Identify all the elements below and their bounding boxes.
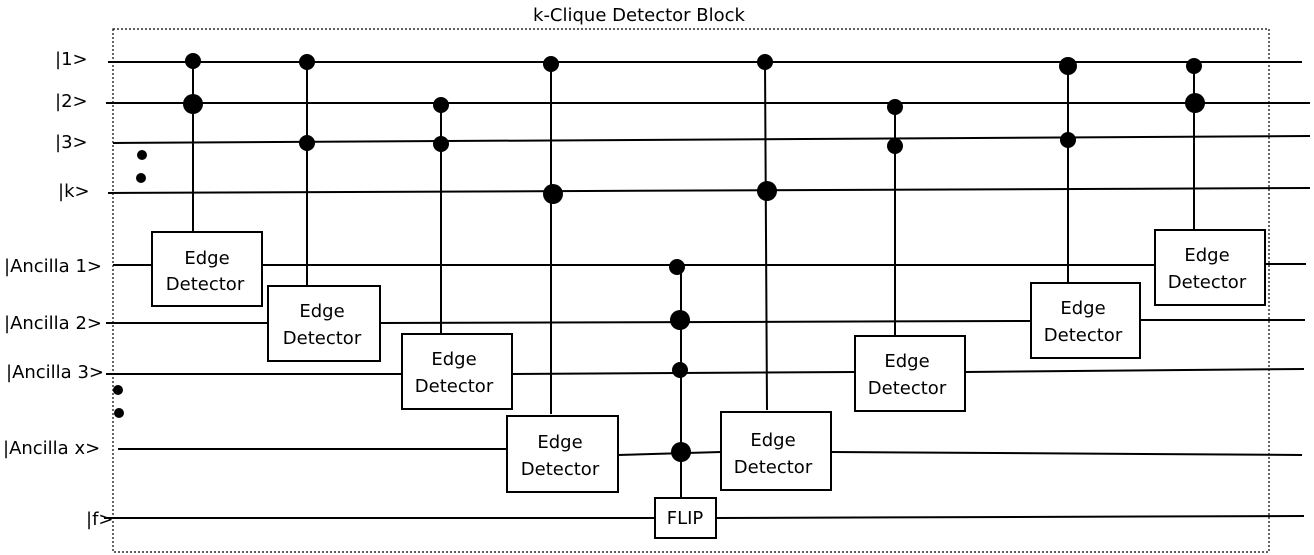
svg-text:Edge: Edge <box>1060 298 1105 319</box>
svg-text:Detector: Detector <box>868 378 947 399</box>
svg-text:Edge: Edge <box>184 248 229 269</box>
ellipsis-dot <box>136 173 146 183</box>
qubit-label-ancilla-1: |Ancilla 1> <box>4 256 102 277</box>
svg-text:Detector: Detector <box>415 376 494 397</box>
wire-3 <box>112 135 1311 144</box>
edge-detector-box: Edge Detector <box>267 285 381 362</box>
svg-text:Edge: Edge <box>1184 245 1229 266</box>
qubit-label-2: |2> <box>55 91 88 112</box>
qubit-label-ancilla-3: |Ancilla 3> <box>6 362 104 383</box>
qubit-label-ancilla-2: |Ancilla 2> <box>4 313 102 334</box>
block-border <box>112 28 1270 553</box>
svg-text:Edge: Edge <box>537 432 582 453</box>
svg-text:Detector: Detector <box>734 457 813 478</box>
wires <box>104 61 1311 519</box>
svg-text:Edge: Edge <box>299 301 344 322</box>
qubit-label-k: |k> <box>58 181 90 202</box>
svg-text:Detector: Detector <box>521 459 600 480</box>
flip-gate: FLIP <box>654 497 717 539</box>
ellipsis-dot <box>114 408 124 418</box>
svg-text:Detector: Detector <box>1044 325 1123 346</box>
edge-detector-box: Edge Detector <box>1154 229 1266 306</box>
flip-label: FLIP <box>667 508 704 529</box>
edge-detector-box: Edge Detector <box>506 415 619 493</box>
ellipsis-dot <box>113 385 123 395</box>
control-dots <box>183 53 1205 462</box>
svg-text:Edge: Edge <box>884 351 929 372</box>
svg-text:Detector: Detector <box>166 274 245 295</box>
svg-text:Detector: Detector <box>283 328 362 349</box>
qubit-label-3: |3> <box>55 132 88 153</box>
edge-detector-box: Edge Detector <box>1030 282 1141 359</box>
qubit-label-f: |f> <box>86 509 113 530</box>
control-lines <box>192 61 1195 498</box>
svg-text:Detector: Detector <box>1168 272 1247 293</box>
edge-detector-box: Edge Detector <box>151 231 263 307</box>
svg-text:Edge: Edge <box>750 430 795 451</box>
qubit-label-1: |1> <box>55 49 88 70</box>
wire-k <box>107 187 1311 194</box>
block-title: k-Clique Detector Block <box>533 5 746 26</box>
edge-detector-box: Edge Detector <box>854 335 966 412</box>
edge-detector-box: Edge Detector <box>720 411 832 491</box>
ellipsis-dot <box>137 150 147 160</box>
edge-detector-box: Edge Detector <box>401 333 513 410</box>
svg-text:Edge: Edge <box>431 349 476 370</box>
qubit-label-ancilla-x: |Ancilla x> <box>3 438 100 459</box>
